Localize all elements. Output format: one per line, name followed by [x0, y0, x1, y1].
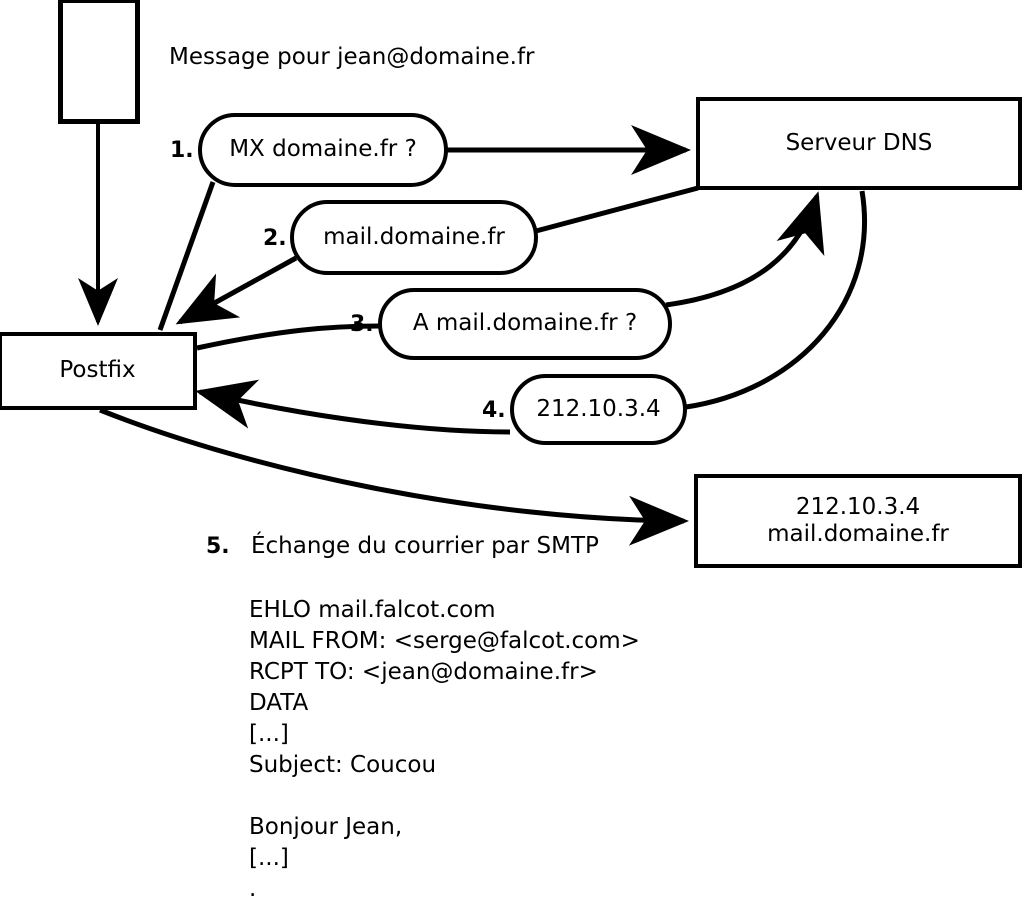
step-number-4: 4. [482, 398, 506, 423]
connector-postfix-to-step1 [157, 181, 216, 331]
step-number-1: 1. [170, 138, 194, 163]
step-number-3: 3. [350, 312, 374, 337]
step-number-5: 5. [206, 534, 230, 559]
mailbox-node[interactable] [58, 0, 140, 124]
smtp-transcript: EHLO mail.falcot.com MAIL FROM: <serge@f… [249, 597, 640, 902]
mail-server-node[interactable]: 212.10.3.4 mail.domaine.fr [694, 474, 1022, 568]
connector-dns-to-step2 [535, 185, 699, 234]
connector-step3-to-dns [665, 191, 825, 308]
step-5-label: Échange du courrier par SMTP [251, 533, 599, 559]
postfix-node[interactable]: Postfix [0, 332, 197, 410]
dns-server-node[interactable]: Serveur DNS [696, 97, 1022, 190]
connector-step2-to-postfix [175, 255, 298, 325]
connector-dns-to-step4 [685, 190, 868, 410]
step-2-label: mail.domaine.fr [323, 223, 505, 250]
step-1-label: MX domaine.fr ? [229, 136, 417, 163]
postfix-label: Postfix [59, 357, 136, 384]
step-2-bubble[interactable]: mail.domaine.fr [290, 200, 538, 275]
step-3-label: A mail.domaine.fr ? [412, 310, 638, 337]
page-title: Message pour jean@domaine.fr [169, 44, 535, 70]
connector-step4-to-postfix [195, 379, 511, 435]
step-1-bubble[interactable]: MX domaine.fr ? [198, 113, 448, 187]
step-number-2: 2. [263, 226, 287, 251]
dns-server-label: Serveur DNS [785, 129, 933, 156]
step-4-label: 212.10.3.4 [536, 395, 661, 422]
mail-server-label: 212.10.3.4 mail.domaine.fr [767, 493, 949, 547]
step-3-bubble[interactable]: A mail.domaine.fr ? [378, 288, 672, 360]
step-4-bubble[interactable]: 212.10.3.4 [510, 374, 687, 445]
